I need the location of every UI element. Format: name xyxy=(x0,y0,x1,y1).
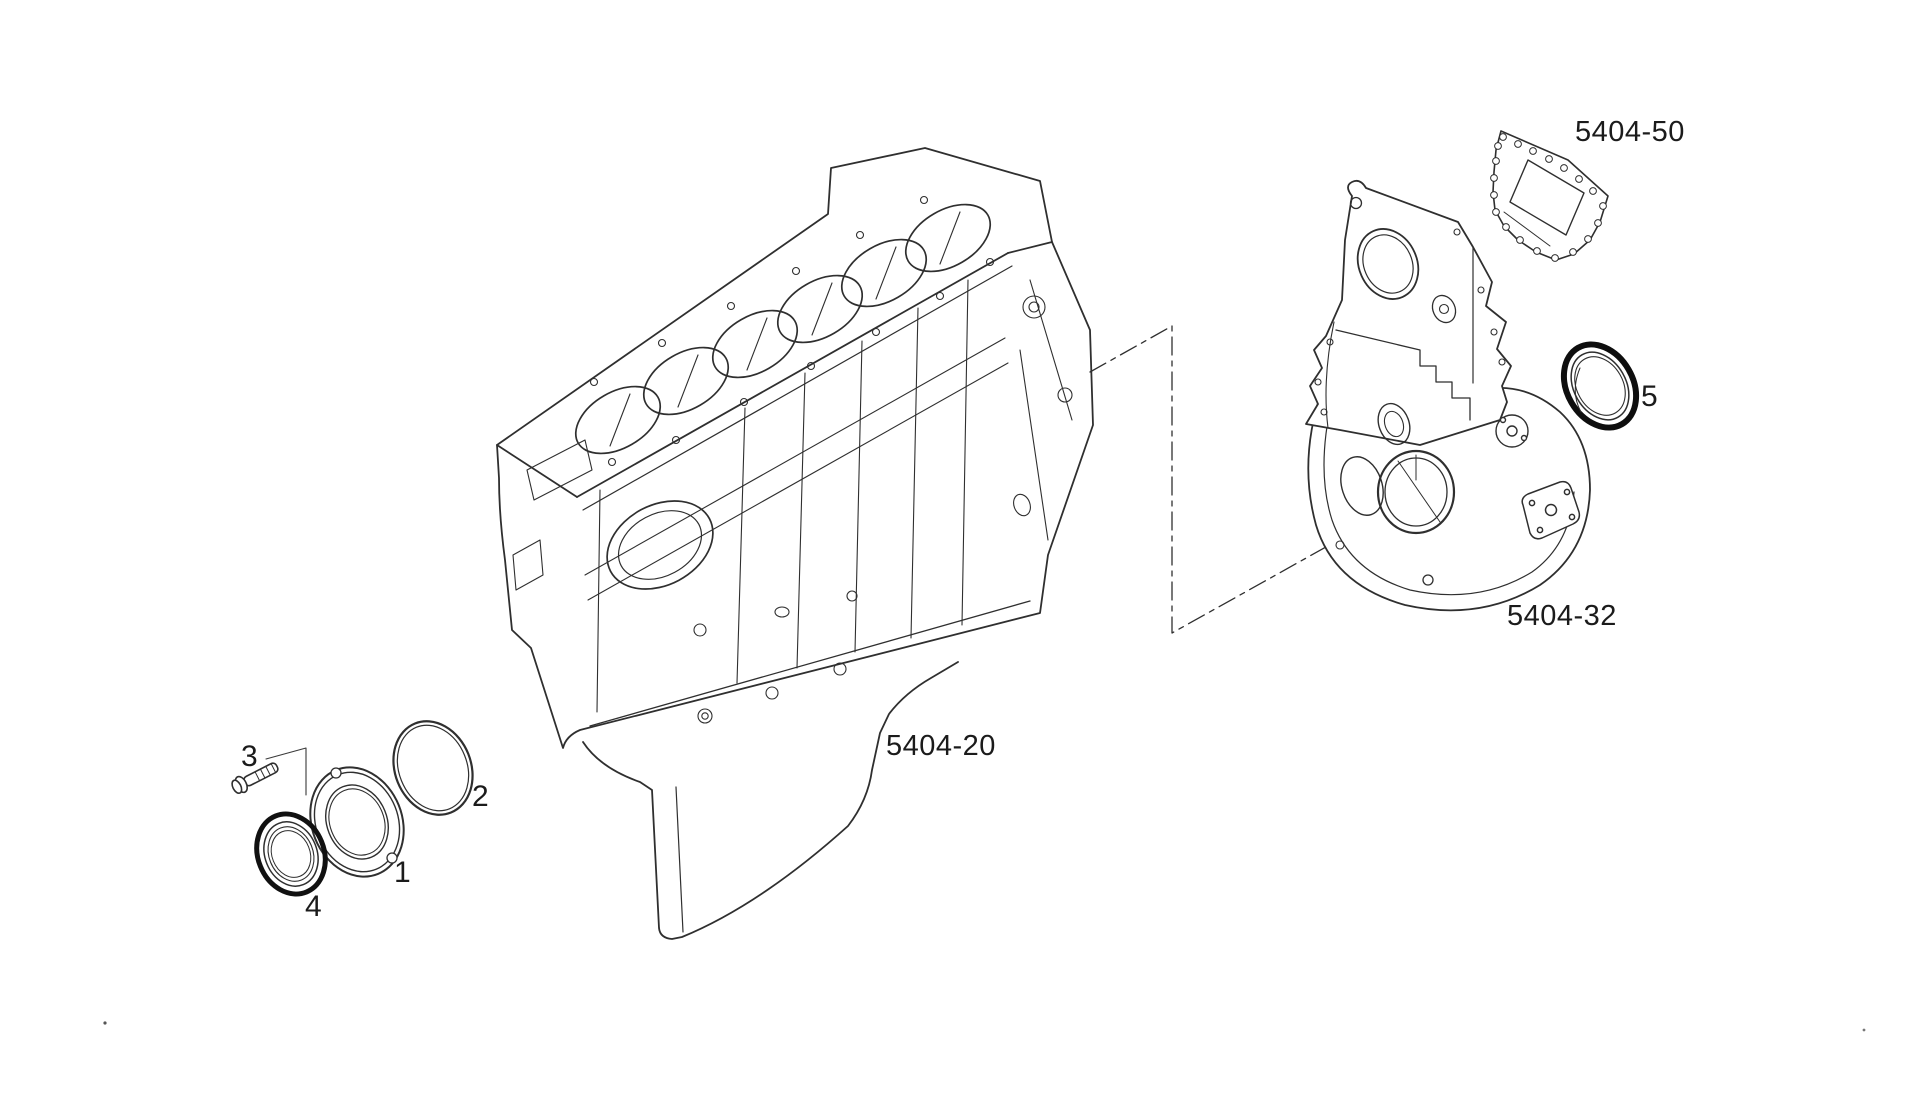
bolt-leader-line xyxy=(265,747,307,796)
timing-cover-gasket-drawing[interactable] xyxy=(1490,130,1609,262)
rear-oil-seal-drawing[interactable] xyxy=(1549,331,1650,440)
timing-cavity-step xyxy=(1335,329,1471,421)
callout-2[interactable]: 2 xyxy=(472,780,489,813)
cylinder-bores xyxy=(574,203,992,455)
crankshaft-bore xyxy=(1340,449,1456,535)
deck-right-edge xyxy=(1007,241,1053,254)
idler-opening-inner xyxy=(1383,410,1405,438)
deck-near-edge xyxy=(576,252,1009,498)
front-seal-flange-drawing[interactable] xyxy=(294,753,419,891)
plate-edge-bolts xyxy=(1314,228,1506,550)
callout-5[interactable]: 5 xyxy=(1641,380,1658,413)
callout-3[interactable]: 3 xyxy=(241,740,258,773)
housing-left-flange-echo xyxy=(1325,321,1335,429)
housing-top-lug-hole xyxy=(1349,196,1363,210)
camshaft-opening xyxy=(1356,228,1420,300)
mounting-foot xyxy=(1521,480,1581,540)
bolt-pad xyxy=(1495,414,1529,448)
deck-thickness-line xyxy=(582,265,1013,511)
ref-label-gasket[interactable]: 5404-50 xyxy=(1575,116,1685,148)
deck-left-edge xyxy=(496,444,578,498)
gasket-window xyxy=(1509,159,1585,236)
oil-pan-crease xyxy=(675,786,684,933)
plate-washer-hole-center xyxy=(1438,303,1450,315)
bolt-drawing[interactable] xyxy=(229,759,280,796)
bell-bottom-hole xyxy=(1422,574,1434,586)
flywheel-housing-drawing[interactable] xyxy=(1305,179,1591,612)
plate-washer-hole xyxy=(1431,294,1457,324)
callout-1[interactable]: 1 xyxy=(394,856,411,889)
housing-bell-inner-rim xyxy=(1323,399,1575,596)
housing-front-plate xyxy=(1305,179,1512,446)
ref-label-flywheel-housing[interactable]: 5404-32 xyxy=(1507,600,1617,632)
pan-rail-line xyxy=(589,600,1031,727)
oil-pan xyxy=(582,661,959,940)
engine-block-drawing[interactable] xyxy=(496,147,1094,940)
assembly-phantom-line xyxy=(1089,325,1377,634)
seal-lip-line xyxy=(1574,367,1582,413)
ref-label-engine-block[interactable]: 5404-20 xyxy=(886,730,996,762)
gasket-strip-line xyxy=(1503,211,1551,247)
front-crank-seal-bore xyxy=(606,500,714,590)
deck-bolt-holes xyxy=(589,195,995,467)
o-ring-drawing[interactable] xyxy=(380,709,486,826)
page-speck-right xyxy=(1862,1028,1866,1032)
idler-opening xyxy=(1377,402,1411,446)
engine-block-silhouette xyxy=(496,147,1094,749)
page-speck-left xyxy=(103,1021,107,1025)
block-end-face-details xyxy=(1013,279,1073,541)
gasket-bolt-beads xyxy=(1490,133,1607,262)
front-oil-seal-drawing[interactable] xyxy=(245,804,337,905)
callout-4[interactable]: 4 xyxy=(305,890,322,923)
camshaft-opening-inner xyxy=(1362,234,1414,294)
block-side-details xyxy=(512,279,1009,724)
